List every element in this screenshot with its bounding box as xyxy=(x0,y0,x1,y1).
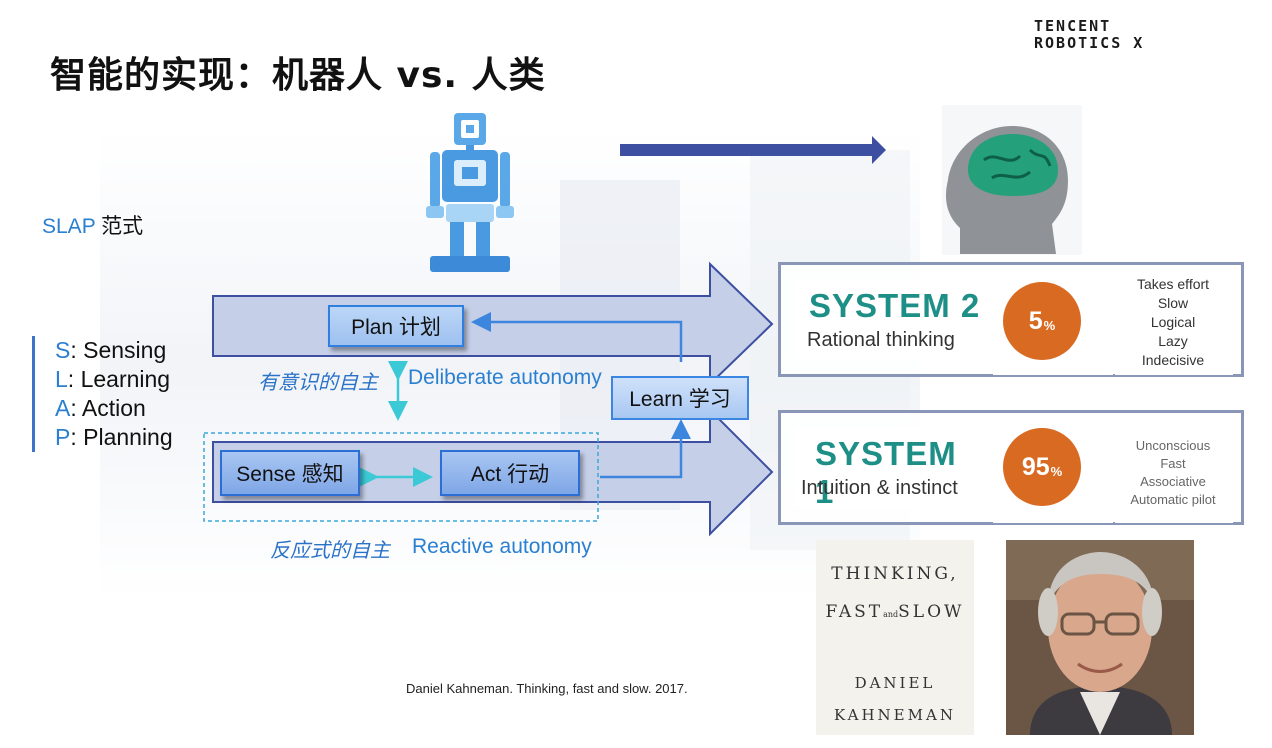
deliberate-arrow xyxy=(212,261,774,387)
slap-suffix: 范式 xyxy=(95,215,144,238)
system1-panel: SYSTEM 1 Intuition & instinct 95% Uncons… xyxy=(778,410,1244,525)
reactive-label-cn: 反应式的自主 xyxy=(270,540,390,562)
portrait-illustration xyxy=(1006,540,1194,735)
book-author-last: KAHNEMAN xyxy=(834,706,956,724)
learn-to-plan-connector xyxy=(471,312,683,362)
slap-list: S: Sensing L: Learning A: Action P: Plan… xyxy=(32,336,173,452)
robot-to-human-arrow xyxy=(620,136,886,164)
plan-box: Plan 计划 xyxy=(328,305,464,347)
system1-percent-badge: 95% xyxy=(1003,428,1081,506)
system1-name: SYSTEM 1 xyxy=(815,435,957,510)
system1-traits-card xyxy=(1115,417,1233,523)
slap-item-planning: P: Planning xyxy=(55,424,173,450)
deliberate-label-cn: 有意识的自主 xyxy=(258,372,378,394)
book-title-line-1: THINKING, xyxy=(831,564,959,584)
brand-line-1: TENCENT xyxy=(1034,17,1112,35)
deliberate-label-en: Deliberate autonomy xyxy=(408,366,602,389)
system2-traits-card xyxy=(1115,269,1233,375)
book-cover: THINKING, FASTandSLOW DANIEL KAHNEMAN xyxy=(816,540,974,735)
system2-label-card: SYSTEM 2 Rational thinking xyxy=(795,279,985,359)
book-author-first: DANIEL xyxy=(854,674,936,692)
system2-subtitle: Rational thinking xyxy=(807,329,955,351)
system1-subtitle: Intuition & instinct xyxy=(801,477,958,499)
sense-box: Sense 感知 xyxy=(220,450,360,496)
brain-head-icon xyxy=(942,105,1082,255)
slap-item-action: A: Action xyxy=(55,395,146,421)
system2-percent-badge: 5% xyxy=(1003,282,1081,360)
reactive-group-frame xyxy=(203,432,599,522)
system1-label-card: SYSTEM 1 Intuition & instinct xyxy=(795,427,985,510)
slap-heading: SLAP 范式 xyxy=(42,210,143,240)
slap-item-learning: L: Learning xyxy=(55,366,171,392)
book-title-line-2: FASTandSLOW xyxy=(825,602,965,622)
learn-box: Learn 学习 xyxy=(611,376,749,420)
slap-item-sensing: S: Sensing xyxy=(55,337,167,363)
act-to-learn-connector xyxy=(600,419,691,479)
system2-panel: SYSTEM 2 Rational thinking 5% Takes effo… xyxy=(778,262,1244,377)
system2-name: SYSTEM 2 xyxy=(809,287,981,324)
citation: Daniel Kahneman. Thinking, fast and slow… xyxy=(406,681,688,696)
brand-logo: TENCENT ROBOTICS X xyxy=(1034,18,1144,52)
slap-acronym: SLAP xyxy=(42,215,96,238)
act-box: Act 行动 xyxy=(440,450,580,496)
brand-line-2: ROBOTICS X xyxy=(1034,34,1145,52)
robot-icon xyxy=(426,113,514,272)
reactive-label-en: Reactive autonomy xyxy=(412,535,592,558)
page-title: 智能的实现：机器人 vs. 人类 xyxy=(50,55,546,96)
